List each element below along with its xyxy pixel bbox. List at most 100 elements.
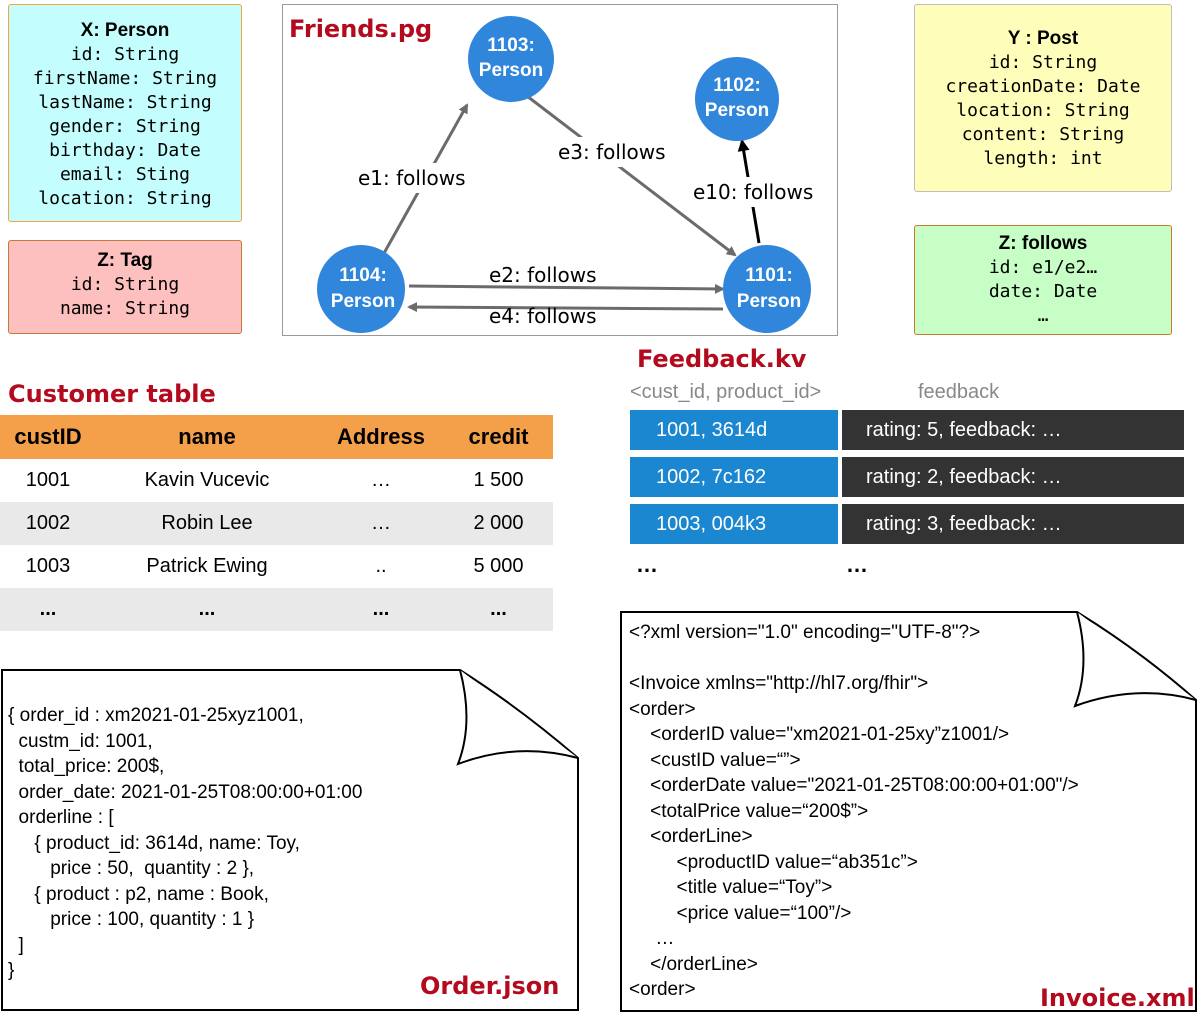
code-line: { product_id: 3614d, name: Toy, bbox=[8, 832, 300, 854]
feedback-key-header: <cust_id, product_id> bbox=[630, 381, 822, 403]
code-line: ] bbox=[8, 934, 24, 956]
code-line: <Invoice xmlns="http://hl7.org/fhir"> bbox=[629, 673, 929, 694]
table-row: 1003 Patrick Ewing .. 5 000 bbox=[0, 545, 553, 588]
node-1102-id: 1102: bbox=[713, 75, 761, 96]
kv-row: 1001, 3614d rating: 5, feedback: … bbox=[630, 410, 1184, 450]
code-line: orderline : [ bbox=[8, 807, 114, 828]
follows-schema-box: Z: follows id: e1/e2…date: Date… bbox=[914, 225, 1172, 335]
header-custid: custID bbox=[14, 424, 82, 449]
cell-name: Kavin Vucevic bbox=[144, 469, 270, 491]
code-line: price : 100, quantity : 1 } bbox=[8, 909, 255, 930]
cell-address: .. bbox=[375, 555, 387, 577]
code-line: <custID value=“”> bbox=[629, 749, 801, 771]
kv-more-keys: … bbox=[636, 552, 658, 577]
code-line: } bbox=[8, 960, 15, 981]
schema-field: birthday: Date bbox=[49, 140, 201, 161]
code-line: { product : p2, name : Book, bbox=[8, 883, 269, 905]
code-line: <orderID value="xm2021-01-25xy”z1001/> bbox=[629, 724, 1010, 745]
cell-custid: 1001 bbox=[25, 469, 71, 491]
edge-label-e3: e3: follows bbox=[558, 140, 666, 164]
tag-schema-fields: id: String name: String bbox=[9, 273, 241, 321]
node-1101-id: 1101: bbox=[745, 265, 793, 286]
node-1104: 1104: Person bbox=[317, 245, 405, 333]
post-schema-fields: id: String creationDate: Date location: St… bbox=[915, 51, 1171, 171]
feedback-kv-title: Feedback.kv bbox=[637, 345, 807, 373]
cell-credit: 5 000 bbox=[473, 555, 524, 577]
node-1103-id: 1103: bbox=[487, 35, 535, 56]
kv-value: rating: 5, feedback: … bbox=[842, 410, 1184, 450]
kv-more-values: … bbox=[846, 552, 868, 577]
code-line: <totalPrice value=“200$”> bbox=[629, 800, 869, 822]
code-line: <order> bbox=[629, 698, 696, 720]
tag-schema-title: Z: Tag bbox=[97, 250, 153, 271]
table-row: 1001 Kavin Vucevic … 1 500 bbox=[0, 459, 553, 502]
code-line: <title value=“Toy”> bbox=[629, 877, 833, 898]
code-line: order_date: 2021-01-25T08:00:00+01:00 bbox=[8, 781, 363, 803]
order-json-document bbox=[1, 669, 579, 1011]
node-1102-type: Person bbox=[705, 100, 769, 121]
header-address: Address bbox=[336, 424, 426, 449]
code-line: <price value=“100”/> bbox=[629, 902, 852, 924]
schema-field: id: String bbox=[988, 52, 1098, 73]
schema-field: id: String bbox=[70, 44, 180, 65]
schema-field: length: int bbox=[983, 148, 1103, 169]
schema-field: gender: String bbox=[49, 116, 201, 137]
follows-schema-fields: id: e1/e2… date: Date … bbox=[915, 256, 1171, 328]
table-row: ... ... ... ... bbox=[0, 588, 553, 631]
post-schema-box: Y : Post id: String creationDate: Date loc… bbox=[914, 4, 1172, 192]
header-name: name bbox=[178, 424, 236, 449]
schema-field: email: Sting bbox=[59, 164, 191, 185]
kv-key: 1001, 3614d bbox=[630, 410, 838, 450]
cell-custid: 1002 bbox=[25, 512, 71, 534]
node-1104-id: 1104: bbox=[339, 265, 387, 286]
code-line: custm_id: 1001, bbox=[8, 730, 153, 752]
code-line: </orderLine> bbox=[629, 953, 758, 975]
kv-row: 1002, 7c162 rating: 2, feedback: … bbox=[630, 457, 1184, 497]
edge-e4 bbox=[407, 302, 724, 313]
schema-field: … bbox=[1037, 305, 1049, 326]
friends-graph-panel: Friends.pg e1: follows e3: follows e10: … bbox=[282, 4, 838, 336]
schema-field: date: Date bbox=[988, 281, 1098, 302]
cell-custid: ... bbox=[39, 598, 57, 620]
kv-key: 1002, 7c162 bbox=[630, 457, 838, 497]
node-1104-type: Person bbox=[331, 291, 395, 312]
table-row: 1002 Robin Lee … 2 000 bbox=[0, 502, 553, 545]
code-line: <?xml version="1.0" encoding="UTF-8"?> bbox=[629, 622, 981, 643]
friends-graph-title: Friends.pg bbox=[289, 15, 433, 43]
node-1101-type: Person bbox=[737, 291, 801, 312]
schema-field: id: String bbox=[70, 274, 180, 295]
customer-table-title: Customer table bbox=[8, 380, 216, 408]
schema-field: firstName: String bbox=[32, 68, 218, 89]
cell-custid: 1003 bbox=[25, 555, 71, 577]
edge-label-e4: e4: follows bbox=[489, 304, 597, 328]
schema-field: name: String bbox=[59, 298, 191, 319]
tag-schema-box: Z: Tag id: String name: String bbox=[8, 240, 242, 334]
edge-e3 bbox=[522, 91, 737, 257]
kv-key: 1003, 004k3 bbox=[630, 504, 838, 544]
code-line: … bbox=[629, 928, 675, 949]
edge-e2 bbox=[408, 283, 725, 294]
schema-field: creationDate: Date bbox=[945, 76, 1141, 97]
code-line: <productID value=“ab351c”> bbox=[629, 851, 918, 873]
cell-address: … bbox=[371, 512, 391, 534]
cell-name: ... bbox=[198, 598, 216, 620]
schema-field: location: String bbox=[38, 188, 212, 209]
kv-value: rating: 3, feedback: … bbox=[842, 504, 1184, 544]
code-line: { order_id : xm2021-01-25xyz1001, bbox=[8, 705, 304, 726]
header-credit: credit bbox=[468, 424, 529, 449]
schema-field: id: e1/e2… bbox=[988, 257, 1098, 278]
post-schema-title: Y : Post bbox=[1007, 28, 1079, 49]
code-line: <orderDate value="2021-01-25T08:00:00+01… bbox=[629, 775, 1079, 796]
cell-name: Patrick Ewing bbox=[146, 555, 268, 577]
code-line: <order> bbox=[629, 979, 696, 1000]
order-json-title: Order.json bbox=[420, 972, 560, 1000]
schema-field: location: String bbox=[956, 100, 1130, 121]
code-line: <orderLine> bbox=[629, 826, 753, 847]
node-1103-type: Person bbox=[479, 60, 543, 81]
kv-value: rating: 2, feedback: … bbox=[842, 457, 1184, 497]
person-schema-title: X: Person bbox=[80, 20, 170, 41]
code-line bbox=[629, 646, 1079, 672]
friends-graph: e1: follows e3: follows e10: follows e2:… bbox=[317, 16, 819, 333]
